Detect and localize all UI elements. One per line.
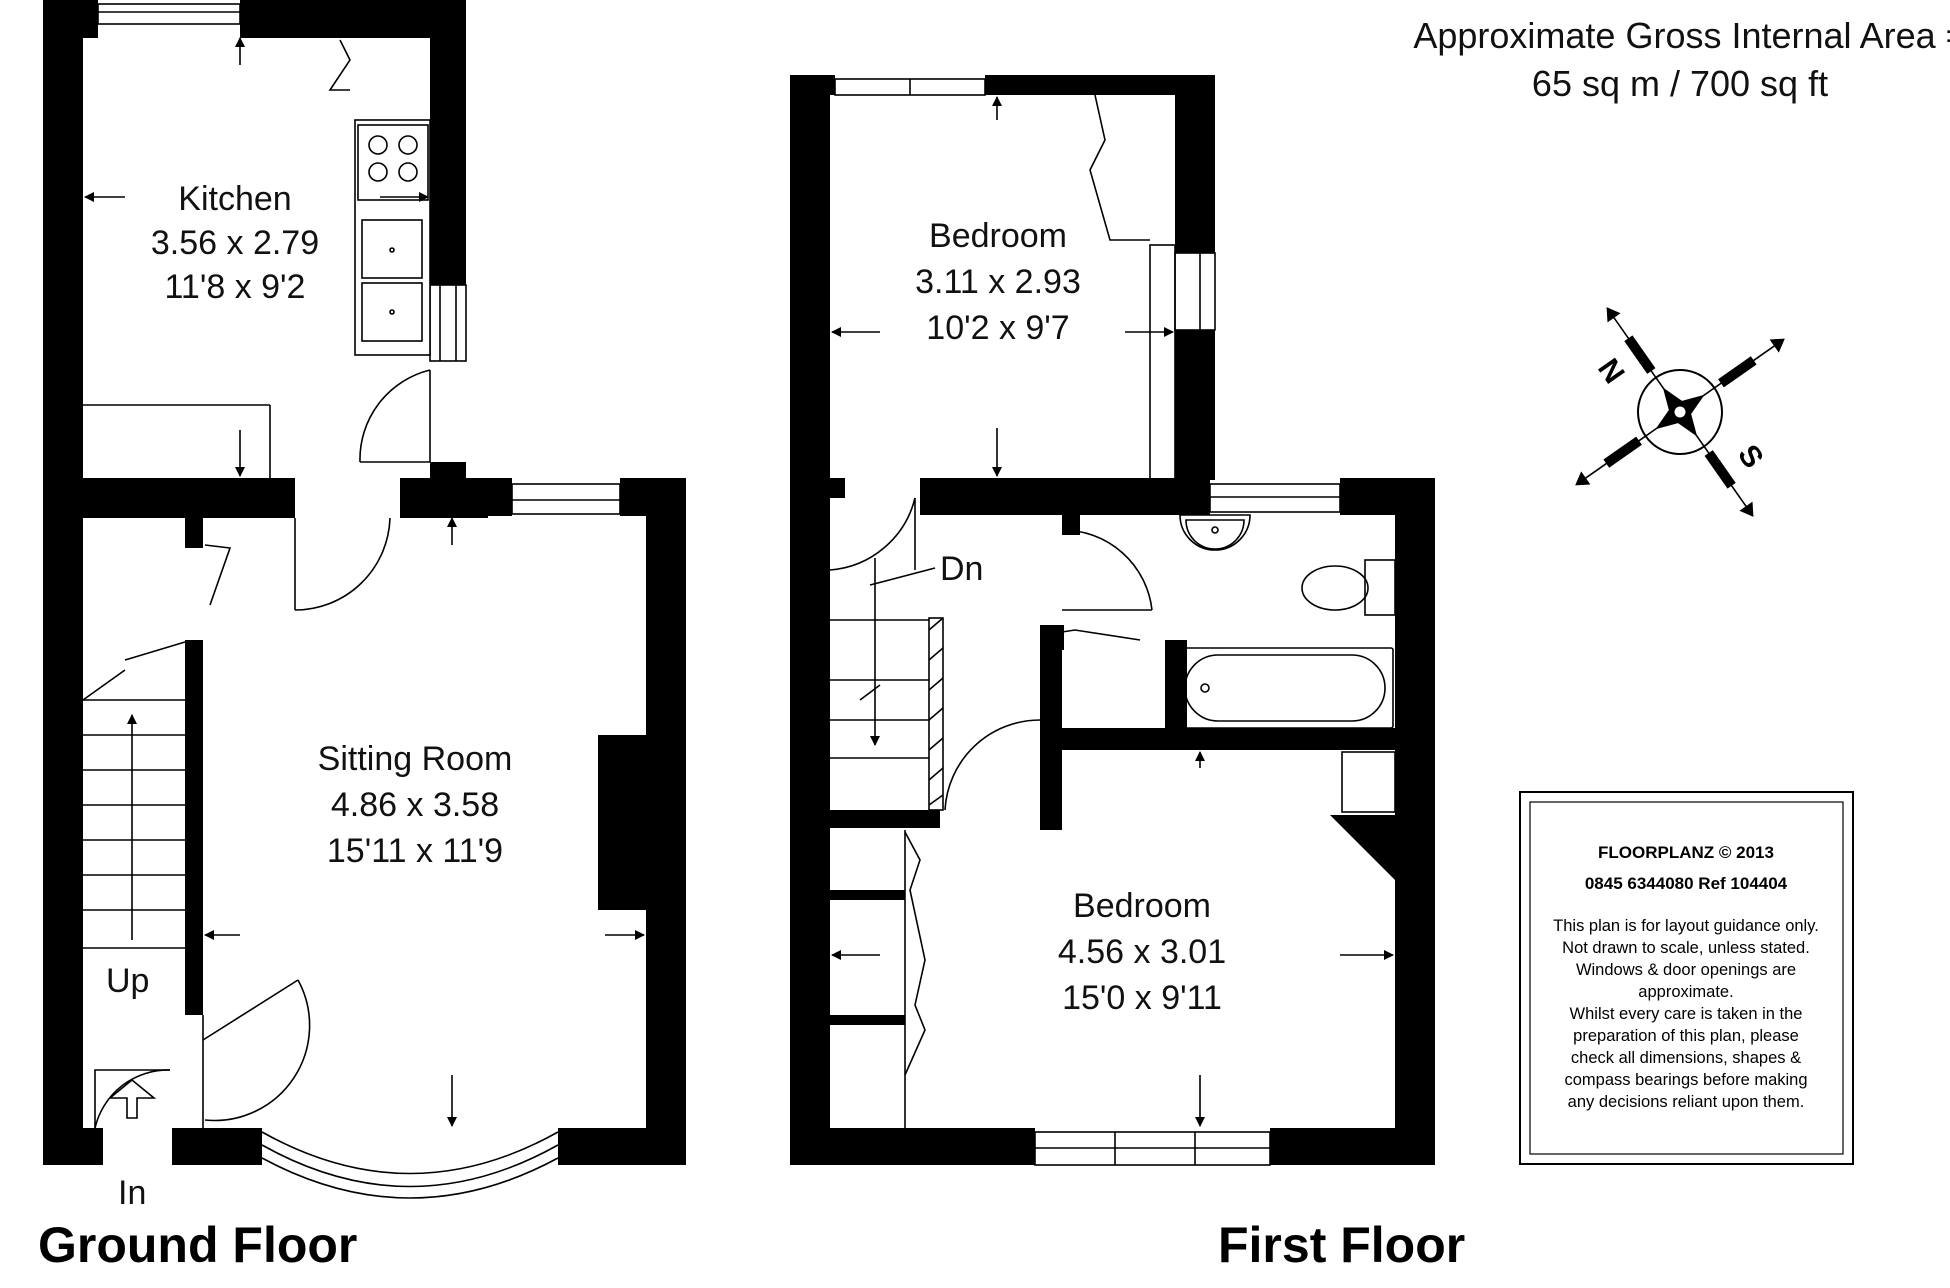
disclaimer-line: check all dimensions, shapes & [1571, 1049, 1801, 1067]
disclaimer-line: preparation of this plan, please [1573, 1027, 1799, 1045]
ground-floor-title: Ground Floor [38, 1217, 357, 1273]
bedroom-1-name: Bedroom [929, 217, 1067, 255]
first-floor-stairs [830, 558, 944, 811]
bedroom-2-name: Bedroom [1073, 887, 1211, 925]
disclaimer-box: FLOORPLANZ © 2013 0845 6344080 Ref 10440… [1519, 791, 1854, 1165]
area-line-2: 65 sq m / 700 sq ft [1532, 63, 1828, 104]
area-line-1: Approximate Gross Internal Area = [1413, 15, 1950, 56]
compass-icon [1575, 307, 1785, 517]
disclaimer-line: Not drawn to scale, unless stated. [1562, 939, 1810, 957]
disclaimer-line: compass bearings before making [1564, 1071, 1807, 1089]
ground-floor-plan [43, 0, 686, 1199]
sitting-room-metric: 4.86 x 3.58 [331, 786, 499, 824]
entrance-label: In [118, 1174, 146, 1212]
ground-floor-stairs [82, 641, 186, 949]
disclaimer-line: any decisions reliant upon them. [1568, 1093, 1805, 1111]
disclaimer-line: This plan is for layout guidance only. [1553, 917, 1819, 935]
ground-stairs-label: Up [106, 962, 149, 1000]
disclaimer-company: FLOORPLANZ © 2013 [1598, 843, 1774, 862]
kitchen-name: Kitchen [178, 180, 291, 218]
disclaimer-line: Whilst every care is taken in the [1570, 1005, 1803, 1023]
kitchen-metric: 3.56 x 2.79 [151, 224, 319, 262]
kitchen-imperial: 11'8 x 9'2 [165, 268, 306, 306]
disclaimer-line: approximate. [1638, 983, 1733, 1001]
bedroom-1-metric: 3.11 x 2.93 [915, 263, 1081, 301]
sitting-room-name: Sitting Room [318, 740, 513, 778]
bedroom-2-metric: 4.56 x 3.01 [1058, 933, 1226, 971]
compass-north-label: N [1591, 353, 1630, 390]
bedroom-1-imperial: 10'2 x 9'7 [926, 309, 1069, 347]
disclaimer-line: Windows & door openings are [1576, 961, 1796, 979]
compass-south-label: S [1731, 439, 1770, 474]
bedroom-2-imperial: 15'0 x 9'11 [1062, 979, 1222, 1017]
first-floor-title: First Floor [1218, 1217, 1465, 1273]
disclaimer-contact: 0845 6344080 Ref 104404 [1585, 874, 1788, 893]
sitting-room-imperial: 15'11 x 11'9 [327, 832, 503, 870]
first-floor-plan [790, 75, 1435, 1166]
first-stairs-label: Dn [940, 550, 983, 588]
